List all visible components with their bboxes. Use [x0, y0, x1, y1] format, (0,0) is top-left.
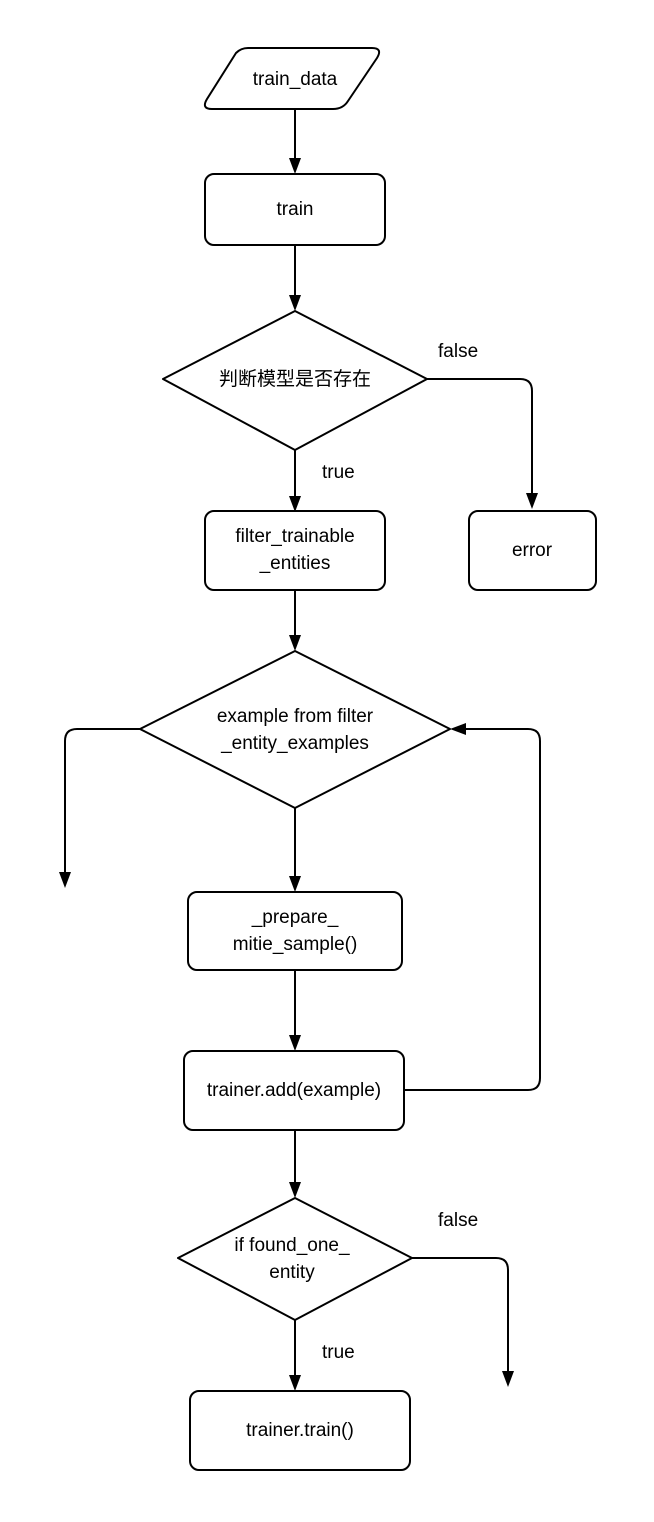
filter-trainable-shape — [204, 510, 386, 591]
error-shape — [468, 510, 597, 591]
arrowhead-icon — [289, 496, 301, 512]
arrowhead-icon — [502, 1371, 514, 1387]
found-one-entity-shape — [177, 1197, 413, 1321]
node-example-loop[interactable]: example from filter _entity_examples — [139, 650, 451, 809]
trainer-add-shape — [183, 1050, 405, 1131]
node-found-one-entity[interactable]: if found_one_ entity — [177, 1197, 413, 1321]
train-data-label: train_data — [253, 69, 338, 90]
error-label: error — [512, 540, 553, 561]
edge-trainer-add-loopback — [404, 723, 541, 1091]
edge-label-model-exists-false: false — [438, 341, 478, 362]
edge-filter-to-example-loop — [289, 590, 301, 651]
filter-trainable-label-line2: _entities — [259, 553, 331, 574]
edge-trainer-add-to-found-one-entity — [289, 1130, 301, 1198]
train-label: train — [277, 199, 314, 220]
trainer-train-label: trainer.train() — [246, 1420, 354, 1441]
trainer-train-shape — [189, 1390, 411, 1471]
filter-trainable-label-line1: filter_trainable — [235, 526, 354, 547]
arrowhead-icon — [289, 876, 301, 892]
arrowhead-icon — [289, 158, 301, 174]
example-loop-shape — [139, 650, 451, 809]
example-loop-label-line1: example from filter — [217, 706, 374, 727]
example-loop-label-line2: _entity_examples — [220, 733, 369, 754]
model-exists-shape — [162, 310, 428, 451]
edge-label-model-exists-true: true — [322, 462, 355, 483]
arrowhead-icon — [289, 295, 301, 311]
arrowhead-icon — [289, 1375, 301, 1391]
found-one-entity-label-line2: entity — [269, 1262, 315, 1283]
trainer-add-label: trainer.add(example) — [207, 1080, 381, 1101]
edge-model-exists-true-to-filter — [289, 450, 301, 512]
edge-label-found-one-entity-false: false — [438, 1210, 478, 1231]
arrowhead-icon — [289, 635, 301, 651]
prepare-sample-label-line2: mitie_sample() — [233, 934, 358, 955]
train-shape — [204, 173, 386, 246]
edge-model-exists-false-to-error — [427, 378, 538, 509]
found-one-entity-label-line1: if found_one_ — [234, 1235, 350, 1256]
node-prepare-mitie-sample[interactable]: _prepare_ mitie_sample() — [187, 891, 403, 971]
arrowhead-icon — [526, 493, 538, 509]
arrowhead-icon — [289, 1035, 301, 1051]
edge-example-loop-to-prepare-sample — [289, 808, 301, 892]
node-train[interactable]: train — [204, 173, 386, 246]
arrowhead-icon — [289, 1182, 301, 1198]
prepare-sample-label-line1: _prepare_ — [251, 907, 339, 928]
node-error[interactable]: error — [468, 510, 597, 591]
edge-train-to-model-exists — [289, 245, 301, 311]
edge-label-found-one-entity-true: true — [322, 1342, 355, 1363]
edge-prepare-sample-to-trainer-add — [289, 970, 301, 1051]
edge-train-data-to-train — [289, 110, 301, 174]
node-trainer-train[interactable]: trainer.train() — [189, 1390, 411, 1471]
node-model-exists[interactable]: 判断模型是否存在 — [162, 310, 428, 451]
model-exists-label: 判断模型是否存在 — [219, 368, 371, 390]
node-trainer-add[interactable]: trainer.add(example) — [183, 1050, 405, 1131]
edge-example-loop-exit — [59, 728, 140, 888]
arrowhead-icon — [450, 723, 466, 735]
prepare-sample-shape — [187, 891, 403, 971]
arrowhead-icon — [59, 872, 71, 888]
edge-found-one-entity-false-exit — [412, 1257, 514, 1387]
node-filter-trainable-entities[interactable]: filter_trainable _entities — [204, 510, 386, 591]
edge-found-one-entity-true-to-trainer-train — [289, 1320, 301, 1391]
node-train-data[interactable]: train_data — [203, 47, 381, 110]
train-data-shape — [203, 47, 381, 110]
